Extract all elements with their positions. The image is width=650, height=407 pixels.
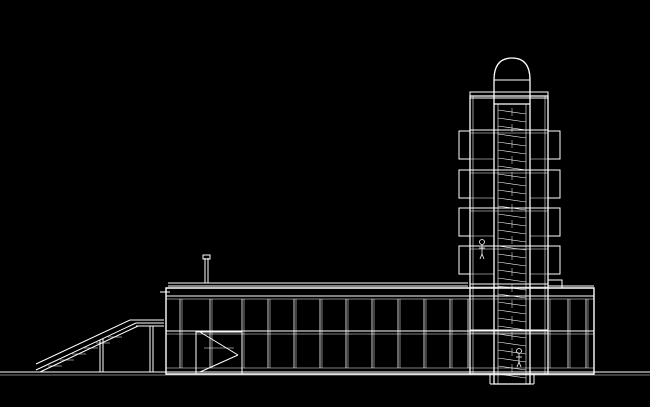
stair-step [498,166,526,170]
stair-step [498,246,526,250]
stair-step [498,342,526,346]
tower-bay-right [548,170,560,198]
stair-step [498,198,526,202]
stair-step [498,150,526,154]
tower-balconies [459,131,562,288]
stair-step [498,294,526,298]
stair-step [498,182,526,186]
roof-terrace [160,283,594,296]
tower-bay-left [459,246,470,274]
stair-step [498,374,526,378]
human-figure-core [516,349,522,368]
exterior-stair-ramp [36,320,164,372]
rooftop-antenna [203,255,210,283]
foundation [490,374,534,384]
core-dome [494,58,530,104]
human-figure-tower [479,240,485,260]
stair-step [498,230,526,234]
tower-bay-right [548,131,560,159]
stair-step [498,358,526,362]
stair-step [498,326,526,330]
tower-bay-right [548,246,560,274]
tower-bay-left [459,208,470,236]
tower-bay-left [459,131,470,159]
tower-bay-right [548,280,562,288]
stair-step [498,214,526,218]
stair-step [498,310,526,314]
ground-line [0,372,650,375]
stair-step [498,134,526,138]
stair-step [498,262,526,266]
podium-building [166,288,594,374]
tower-bay-right [548,208,560,236]
internal-stair [196,332,242,374]
stair-step [498,278,526,282]
tower-bay-left [459,170,470,198]
stair-step [498,118,526,122]
